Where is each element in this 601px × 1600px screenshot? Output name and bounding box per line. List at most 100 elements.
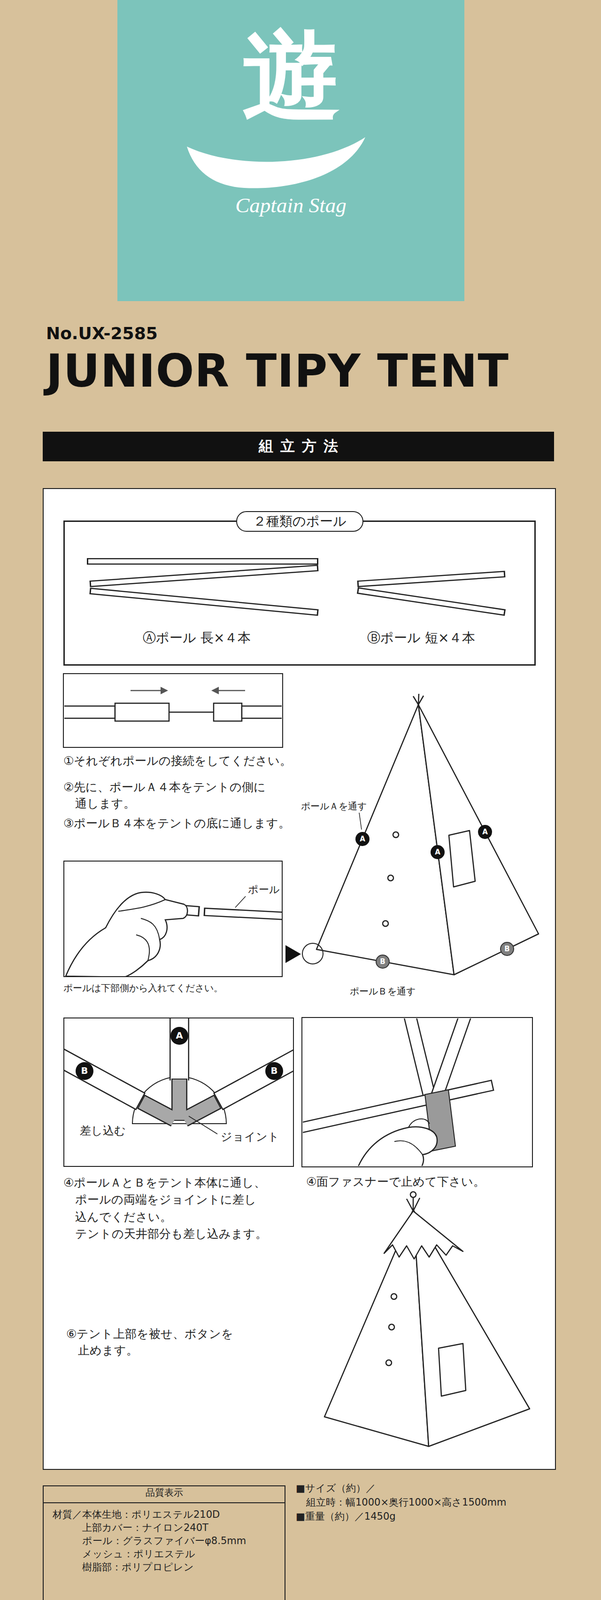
- callout-circle: A: [477, 824, 493, 839]
- callout-circle: A: [355, 831, 370, 846]
- joint-illustration: [184, 1101, 217, 1119]
- joint-illustration: [132, 1076, 227, 1124]
- logo-panel-fill: [117, 0, 465, 301]
- step-text: ④面ファスナーで止めて下さい。: [306, 1173, 486, 1190]
- pole-connection-drawing: [169, 711, 214, 713]
- spec-text: 組立時：幅1000×奥行1000×高さ1500mm: [306, 1495, 507, 1508]
- pole-long-drawing: [88, 561, 317, 613]
- pole-long-drawing: [86, 561, 319, 613]
- finished-tent: [410, 1191, 417, 1197]
- velcro-illustration: [437, 1017, 468, 1096]
- velcro-illustration: [436, 1017, 468, 1097]
- joint-illustration: [172, 1078, 187, 1120]
- joint-illustration: [64, 1055, 140, 1101]
- part-name: 差し込む: [79, 1123, 126, 1138]
- tent-illustration: [413, 693, 424, 705]
- callout-circle: A: [170, 1026, 189, 1045]
- part-name: ポール: [247, 883, 280, 895]
- pole-short-drawing: [357, 573, 506, 584]
- callout-circle: B: [500, 941, 515, 956]
- callout-circle: B: [375, 954, 390, 969]
- callout-letter: A: [430, 844, 445, 859]
- joint-illustration: [170, 1017, 189, 1080]
- joint-illustration: [218, 1055, 293, 1101]
- pole-short-drawing: [358, 590, 504, 612]
- finished-tent: [384, 1210, 463, 1259]
- section-heading: 組立方法: [42, 436, 555, 456]
- joint-illustration: [140, 1078, 218, 1121]
- spec-row: ポール：グラスファイバーφ8.5mm: [82, 1534, 247, 1547]
- pole-connection-drawing: [213, 702, 242, 721]
- table-divider: [42, 1501, 286, 1503]
- callout-letter: A: [355, 831, 370, 846]
- section-band: 組立方法: [42, 431, 555, 462]
- finished-tent: [324, 1191, 530, 1446]
- pole-long-drawing: [88, 559, 317, 564]
- table-heading: 品質表示: [42, 1487, 286, 1498]
- tent-illustration: [392, 831, 399, 838]
- pole-long-drawing: [91, 590, 317, 612]
- joint-illustration: [64, 1055, 141, 1102]
- part-name: ジョイント: [220, 1129, 280, 1144]
- velcro-illustration: [302, 1017, 494, 1166]
- pole-connection-drawing: [211, 686, 219, 694]
- spec-row: 材質／本体生地：ポリエステル210D: [52, 1508, 220, 1520]
- spec-row: メッシュ：ポリエステル: [82, 1547, 196, 1560]
- joint-illustration: [140, 1101, 175, 1119]
- pole-connection-drawing: [64, 705, 116, 718]
- pole-types-box: ２種類のポールⒶポール 長×４本Ⓑポール 短×４本: [63, 520, 536, 666]
- pole-connection-drawing: [216, 689, 246, 692]
- joint-illustration: [64, 1017, 293, 1134]
- step-text: ③ポールＢ４本をテントの底に通します。: [63, 815, 291, 832]
- part-caption: Ⓑポール 短×４本: [367, 629, 476, 647]
- tent-illustration: [302, 942, 324, 964]
- callout-letter: B: [376, 955, 389, 968]
- joint-illustration: [171, 1078, 188, 1121]
- velcro-illustration: [408, 1017, 430, 1096]
- tent-illustration: [382, 920, 389, 926]
- spec-row: 樹脂部：ポリプロピレン: [82, 1560, 194, 1573]
- hand-inserting-pole: [203, 911, 282, 916]
- part-caption: Ⓐポール 長×４本: [142, 629, 251, 647]
- logo-mark: 遊: [117, 25, 465, 125]
- spec-text: ■サイズ（約）／: [295, 1481, 376, 1494]
- pole-short-drawing: [358, 573, 504, 612]
- note-text: ポールは下部側から入れてください。: [63, 981, 224, 994]
- joint-box: 差し込む ジョイント A B B: [63, 1017, 294, 1167]
- finished-tent: [406, 1196, 420, 1211]
- instruction-panel: ①それぞれポールの接続をしてください。②先に、ポールＡ４本をテントの側に 通しま…: [42, 487, 556, 1470]
- hand-inserting-pole: [235, 895, 246, 908]
- hand-inserting-pole: [65, 891, 188, 976]
- step-text: ①それぞれポールの接続をしてください。: [63, 753, 292, 769]
- hand-inserting-pole: [205, 911, 282, 916]
- velcro-illustration: [408, 1017, 430, 1097]
- callout-letter: B: [500, 942, 514, 955]
- callout-text: ポールＡを通す: [300, 800, 367, 812]
- tent-illustration: [387, 874, 394, 881]
- finished-tent: [385, 1359, 392, 1365]
- pole-connection-drawing: [130, 689, 163, 692]
- pole-long-drawing: [89, 590, 319, 613]
- pole-short-drawing: [357, 573, 506, 613]
- callout-letter: A: [170, 1026, 189, 1045]
- pole-connection-frame: [63, 673, 283, 748]
- hand-inserting-pole: [118, 899, 166, 961]
- pole-long-drawing: [89, 567, 319, 584]
- pole-connection-drawing: [115, 702, 170, 721]
- finished-tent: [388, 1323, 395, 1330]
- brand-name: Captain Stag: [117, 192, 465, 218]
- step-text: ⑥テント上部を被せ、ボタンを 止めます。: [66, 1325, 283, 1358]
- box-heading: ２種類のポール: [236, 510, 364, 532]
- spec-row: 上部カバー：ナイロン240T: [82, 1521, 209, 1534]
- pole-long-drawing: [91, 567, 317, 584]
- hand-inserting-pole: [65, 891, 282, 976]
- tent-illustration: [418, 704, 539, 975]
- callout-circle: B: [75, 1061, 94, 1080]
- callout-letter: B: [75, 1061, 94, 1080]
- logo-crescent: [186, 137, 366, 189]
- callout-circle: A: [430, 844, 445, 859]
- velcro-illustration: [302, 1084, 494, 1129]
- callout-letter: B: [265, 1061, 284, 1080]
- finished-tent: [391, 1293, 397, 1299]
- velcro-illustration: [356, 1126, 438, 1166]
